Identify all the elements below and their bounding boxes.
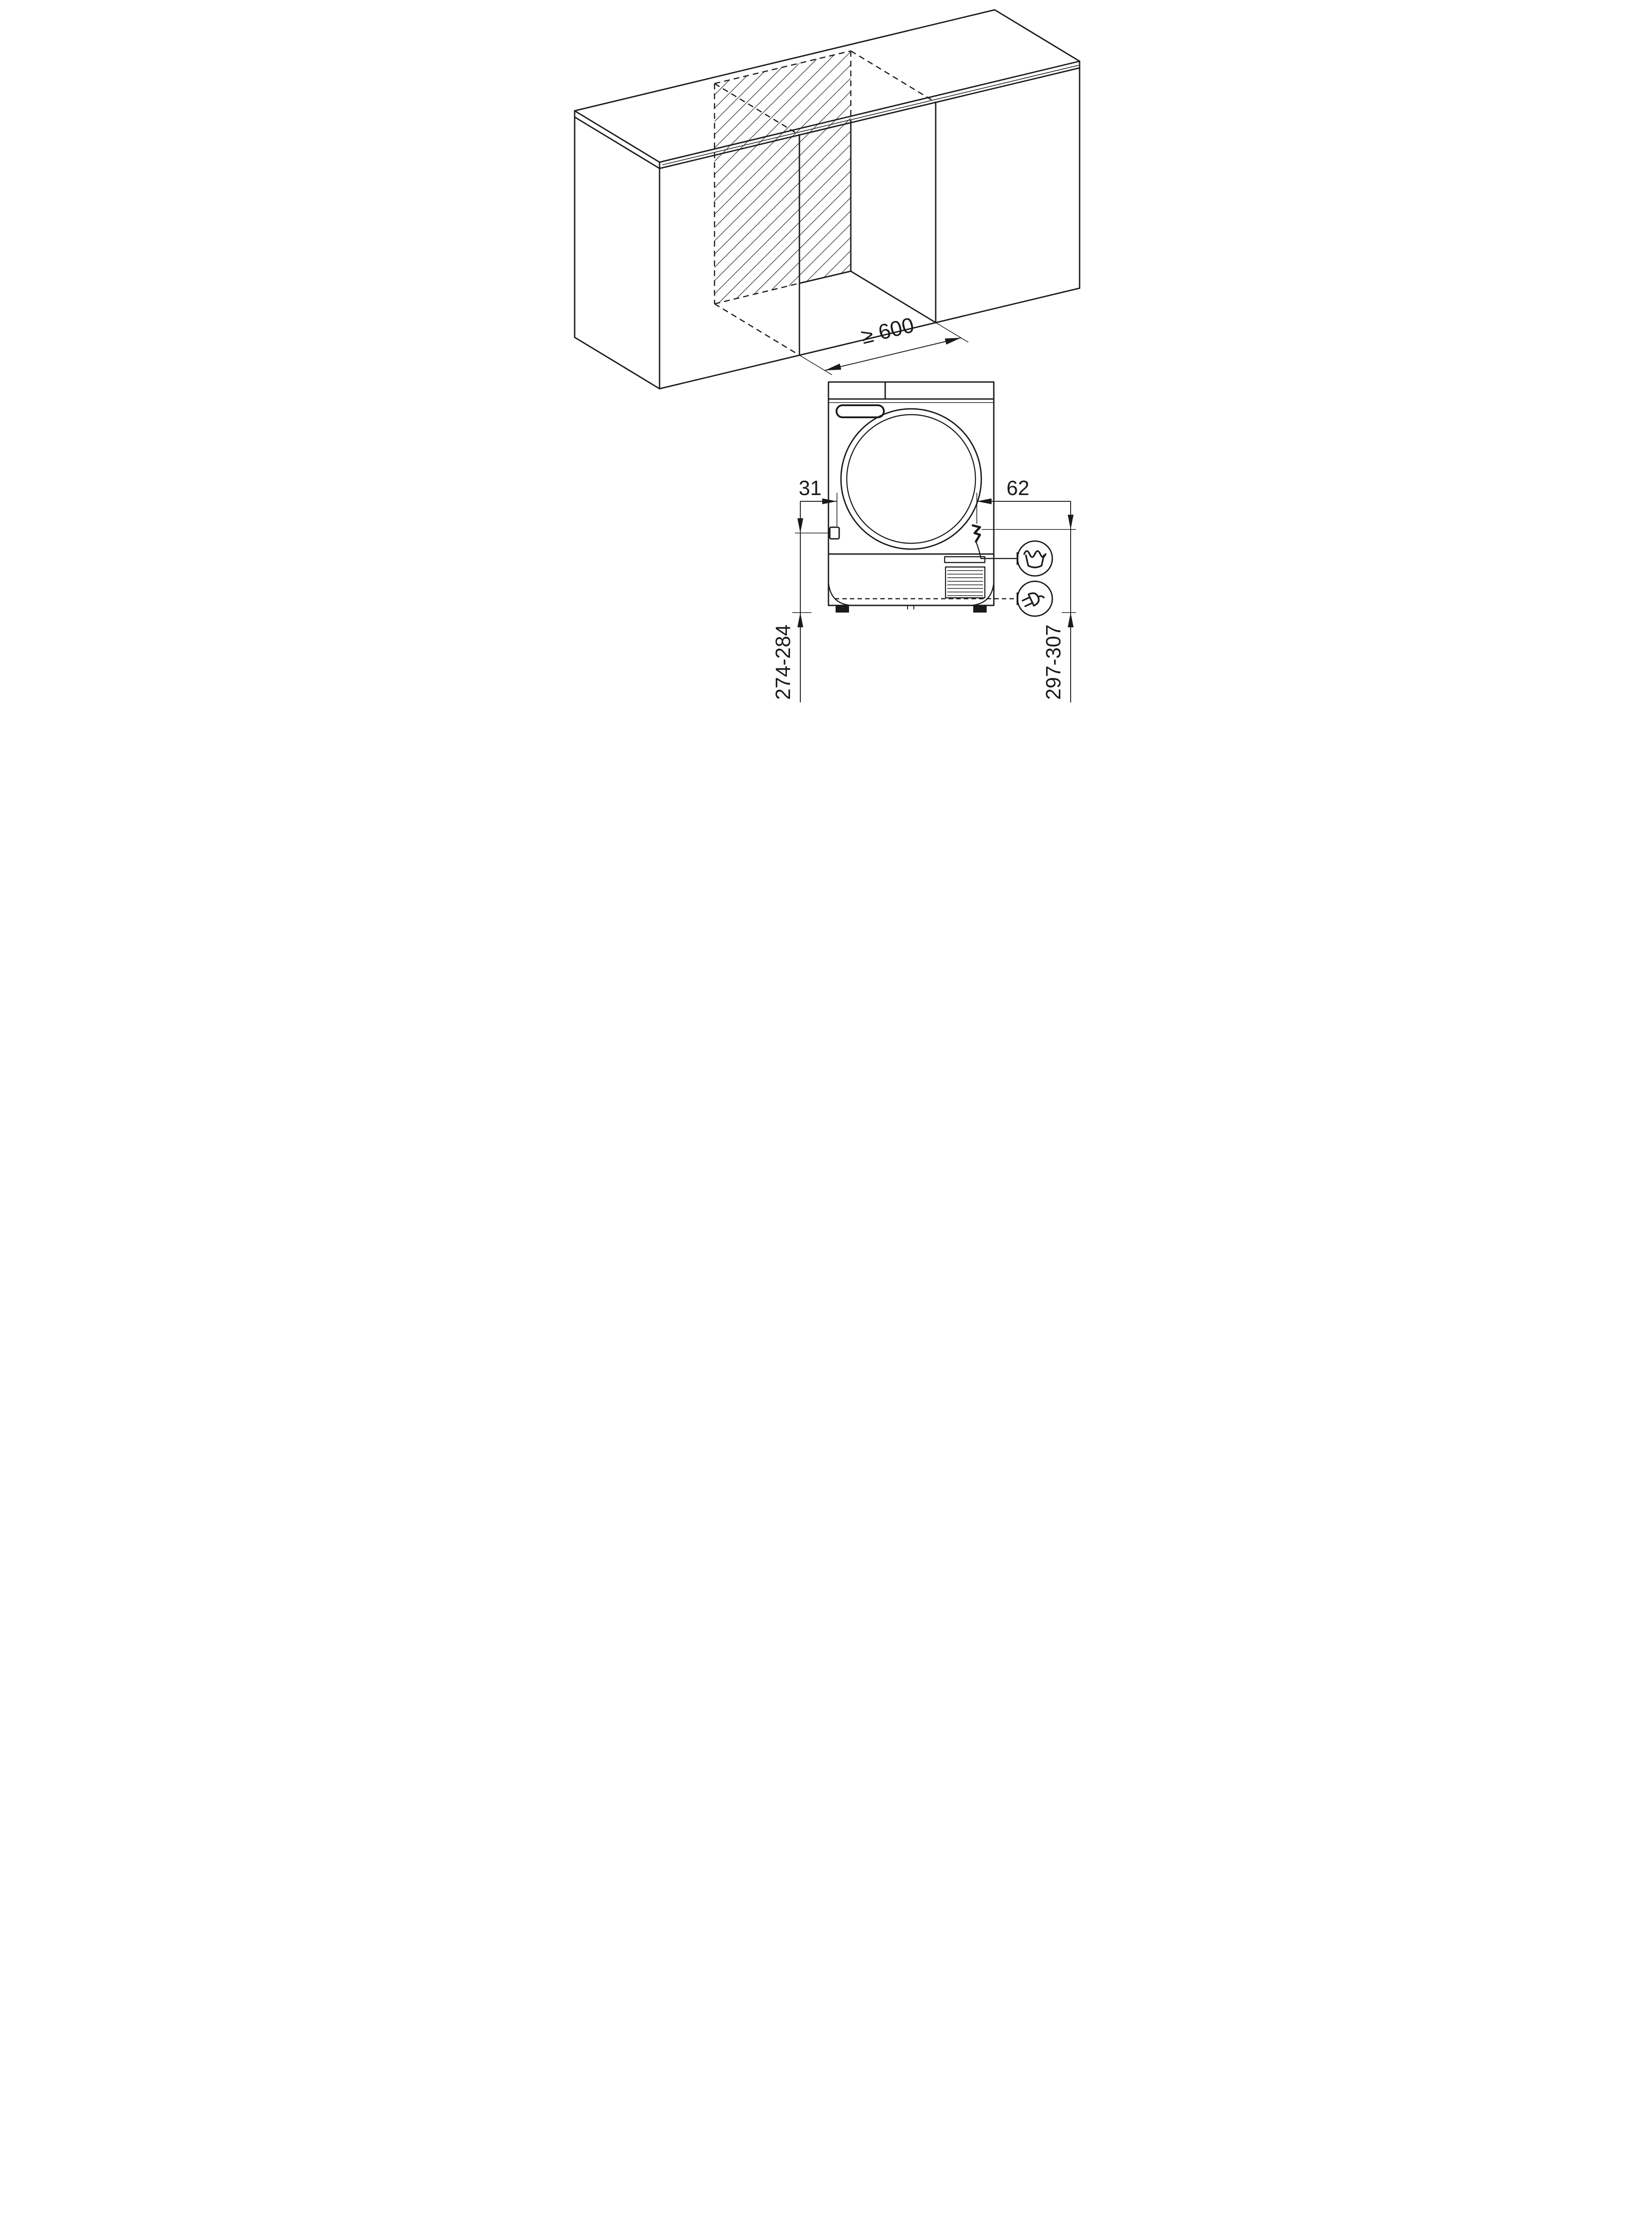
left-foot	[836, 605, 849, 613]
niche-interior-edges	[799, 120, 937, 323]
drain-hose-icon	[971, 524, 981, 543]
worktop	[574, 9, 1080, 169]
niche-isometric-view: ≥ 600	[574, 9, 1080, 390]
dim-right-offset: 62	[976, 476, 1071, 524]
installation-diagram: ≥ 600	[574, 9, 1080, 702]
right-offset-label: 62	[1006, 476, 1029, 500]
dim-left-height: 274-284	[771, 501, 830, 702]
niche-hatched-area	[715, 51, 851, 304]
right-height-label: 297-307	[1042, 625, 1065, 700]
dim-right-height: 297-307	[982, 501, 1076, 702]
installation-diagram-page: ≥ 600	[570, 0, 1082, 705]
center-feet-marks	[907, 605, 914, 609]
vent-handle	[944, 556, 986, 563]
niche-width-label: ≥ 600	[859, 313, 916, 349]
door	[840, 408, 982, 550]
drain-symbol-circle	[1017, 540, 1053, 577]
power-connection	[1017, 580, 1053, 617]
control-panel	[828, 381, 995, 418]
power-symbol-circle	[1017, 580, 1053, 617]
left-offset-label: 31	[799, 476, 821, 500]
power-plug-icon	[1021, 592, 1045, 607]
drain-connection	[975, 540, 1053, 577]
dim-niche-width: ≥ 600	[799, 313, 969, 375]
right-foot	[973, 605, 987, 613]
right-cabinet	[935, 67, 1080, 323]
base-section	[828, 553, 1016, 613]
left-height-label: 274-284	[771, 625, 794, 700]
vent-grille	[945, 566, 986, 599]
door-glass	[846, 414, 976, 544]
hidden-edges	[714, 50, 936, 356]
dryer-body	[828, 381, 995, 606]
dim-left-offset: 31	[799, 476, 837, 526]
control-display	[836, 404, 885, 418]
drain-tub-icon	[1023, 550, 1047, 568]
cabinet-bottom-edge	[659, 287, 1080, 390]
dryer-front-view: 31 62 274-284 297-307	[771, 381, 1076, 702]
door-outer-ring	[840, 408, 982, 550]
cable-entry-icon	[829, 526, 840, 540]
left-cabinet	[574, 116, 800, 390]
